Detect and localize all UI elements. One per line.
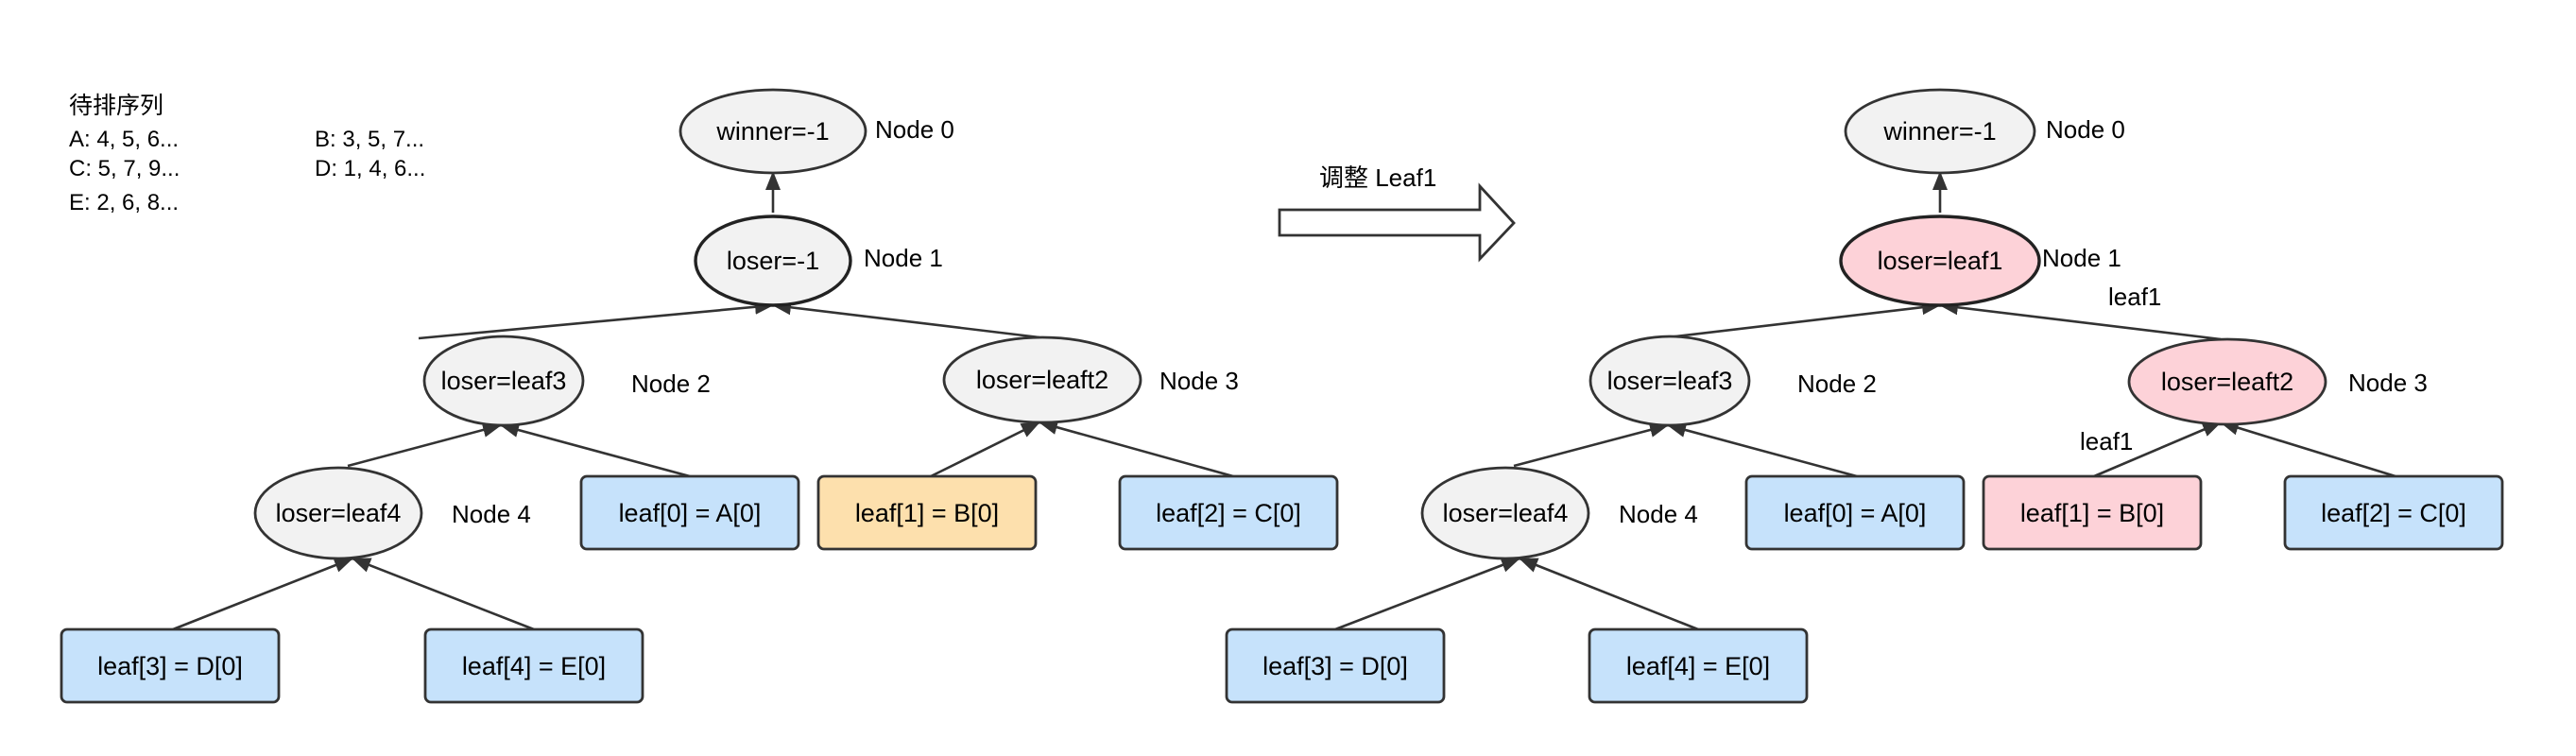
right-node2-ellipse [1589,335,1751,427]
right-leaf0-text: leaf[0] = A[0] [1784,499,1927,527]
transition-arrow-icon [1278,182,1516,263]
right-node2-value: loser=leaf3 [1607,367,1733,395]
right-leaf2-text: leaf[2] = C[0] [2321,499,2466,527]
right-leaf2-box [2283,474,2504,551]
right-leaf0-box [1744,474,1966,551]
left-node4-label: Node 4 [452,500,531,528]
left-leaf3-text: leaf[3] = D[0] [97,652,243,680]
right-node0-value: winner=-1 [1882,117,1996,146]
right-node2-label: Node 2 [1797,369,1877,398]
left-edge-leaf2-node3 [1039,420,1234,478]
sequence-e: E: 2, 6, 8... [69,190,179,215]
right-edge-leaf4-node4 [1519,557,1699,631]
right-node1-value: loser=leaf1 [1878,247,2003,275]
left-node4-ellipse [253,466,423,560]
left-edge-leaf0-node2 [500,422,691,478]
right-tree: leaf1 leaf1 winner=-1 Node 0 loser=leaf1… [1225,88,2504,704]
left-edge-leaf4-node4 [352,557,535,631]
right-leaf3-text: leaf[3] = D[0] [1262,652,1408,680]
right-edge-leaf3-node4 [1334,557,1520,631]
left-leaf0-box [579,474,800,551]
right-node3-value: loser=leaft2 [2161,368,2293,396]
right-edge-leaf0-node2 [1667,422,1858,478]
sequence-d: D: 1, 4, 6... [315,156,425,181]
left-node2-ellipse [422,335,585,427]
right-node1-ellipse [1839,215,2041,307]
left-leaf2-text: leaf[2] = C[0] [1156,499,1301,527]
sequence-a: A: 4, 5, 6... [69,127,179,152]
right-leaf3-box [1225,627,1446,704]
right-node0-label: Node 0 [2046,115,2125,144]
right-edge-node4-node2 [1513,422,1669,468]
right-leaf4-text: leaf[4] = E[0] [1626,652,1770,680]
sequence-b: B: 3, 5, 7... [315,127,424,152]
right-node1-label: Node 1 [2042,244,2121,272]
left-node3-ellipse [942,335,1142,424]
transition: 调整 Leaf1 [1278,163,1516,263]
right-node3-label: Node 3 [2348,369,2428,397]
right-leaf4-box [1588,627,1809,704]
left-edge-node3-node1 [772,300,1040,339]
right-edge-node2-node1 [1667,300,1941,339]
sequence-c: C: 5, 7, 9... [69,156,180,181]
left-leaf1-text: leaf[1] = B[0] [855,499,999,527]
left-node3-label: Node 3 [1159,367,1239,395]
left-edge-leaf1-node3 [930,421,1040,478]
left-tree: winner=-1 Node 0 loser=-1 Node 1 loser=l… [60,88,1339,704]
sequences-title: 待排序列 [69,93,163,119]
left-node1-label: Node 1 [864,244,943,272]
left-node1-ellipse [694,215,852,307]
left-node0-value: winner=-1 [715,117,829,146]
right-leaf1-text: leaf[1] = B[0] [2020,499,2164,527]
left-node3-value: loser=leaft2 [976,366,1108,394]
left-node0-label: Node 0 [875,115,954,144]
right-leaf1-box [1982,474,2203,551]
right-edge-node3-node1 [1939,300,2222,341]
right-edge-label-node3-node1: leaf1 [2108,283,2161,311]
left-node0-ellipse [678,88,867,175]
left-leaf1-box [816,474,1038,551]
left-edge-node2-node1 [418,299,774,340]
left-node2-label: Node 2 [631,369,711,398]
left-node2-value: loser=leaf3 [441,367,567,395]
right-edge-leaf1-node3 [2093,421,2222,478]
right-node0-ellipse [1844,88,2036,175]
transition-label: 调整 Leaf1 [1319,163,1436,192]
left-node4-value: loser=leaf4 [276,499,402,527]
left-leaf4-text: leaf[4] = E[0] [462,652,606,680]
left-edge-node4-node2 [347,422,502,468]
left-leaf2-box [1118,474,1339,551]
right-node4-label: Node 4 [1619,500,1698,528]
right-edge-leaf2-node3 [2220,420,2396,478]
left-leaf3-box [60,627,281,704]
input-sequences: 待排序列 A: 4, 5, 6... B: 3, 5, 7... C: 5, 7… [69,93,425,215]
right-node3-ellipse [2127,337,2327,426]
left-edge-leaf3-node4 [172,557,353,631]
right-node4-value: loser=leaf4 [1443,499,1569,527]
right-node4-ellipse [1420,466,1590,560]
left-node1-value: loser=-1 [727,247,819,275]
left-leaf4-box [423,627,644,704]
left-leaf0-text: leaf[0] = A[0] [619,499,762,527]
right-edge-label-leaf1-node3: leaf1 [2080,427,2133,455]
